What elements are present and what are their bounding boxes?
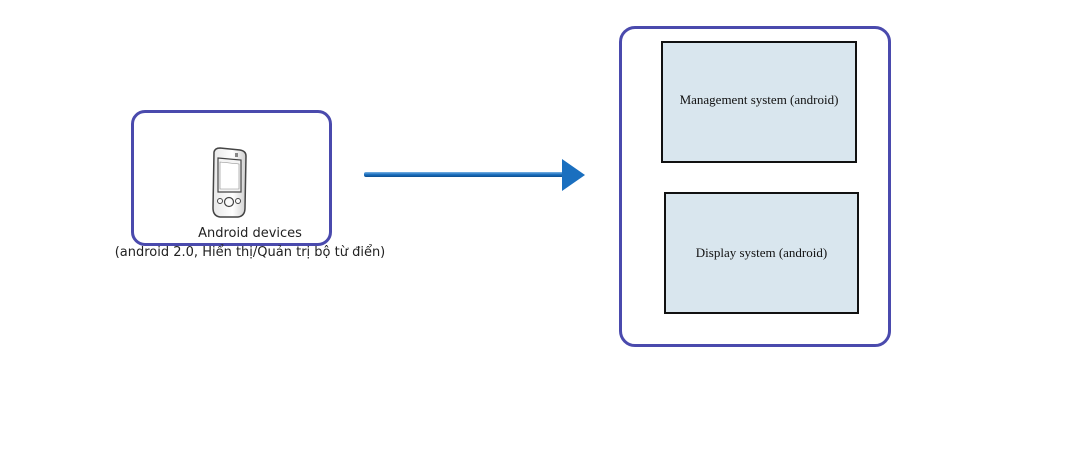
right-arrow-icon [364,159,585,191]
mobile-phone-icon [212,147,247,218]
device-sublabel: (android 2.0, Hiển thị/Quản trị bộ từ đi… [114,245,386,260]
display-system-box: Display system (android) [664,192,859,314]
device-label: Android devices [198,226,302,241]
management-system-box: Management system (android) [661,41,857,163]
management-system-label: Management system (android) [679,92,839,107]
display-system-label: Display system (android) [695,245,828,260]
